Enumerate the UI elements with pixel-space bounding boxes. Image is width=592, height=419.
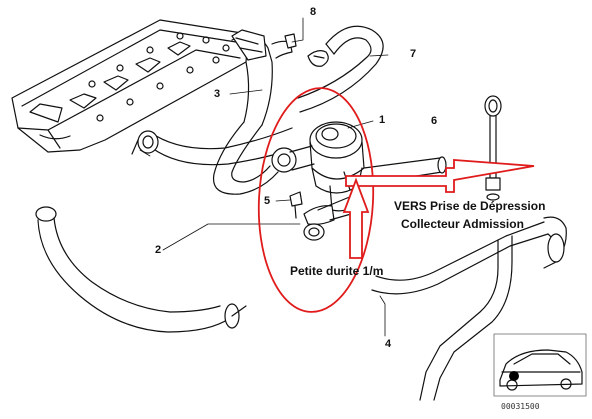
dipstick [484,95,502,201]
document-number: 00031500 [501,402,540,411]
red-annotations [257,87,535,313]
hose-4 [371,216,567,401]
collecteur-admission-label: Collecteur Admission [401,217,524,231]
loop-hose [212,121,279,195]
callout-4: 4 [385,338,392,350]
valve-cover [11,19,249,153]
hose-3 [231,29,273,126]
pressure-valve [271,121,365,212]
callout-6: 6 [431,115,438,127]
callout-5: 5 [264,195,271,207]
callout-8: 8 [310,6,317,18]
hose-8-clamp [271,33,329,67]
connector-bolt-5 [289,191,359,241]
arrow-up-petite-durite [342,177,370,259]
callout-2: 2 [155,244,162,256]
arrow-to-vacuum [345,159,535,193]
hose-2 [35,206,247,333]
petite-durite-label: Petite durite 1/m [290,264,384,278]
callout-7: 7 [410,48,417,60]
callout-3: 3 [214,88,221,100]
callout-1: 1 [379,114,386,126]
highlight-ellipse [257,87,375,313]
hose-7 [297,25,384,113]
vers-prise-label: VERS Prise de Dépression [394,199,546,213]
car-thumbnail [493,333,587,397]
